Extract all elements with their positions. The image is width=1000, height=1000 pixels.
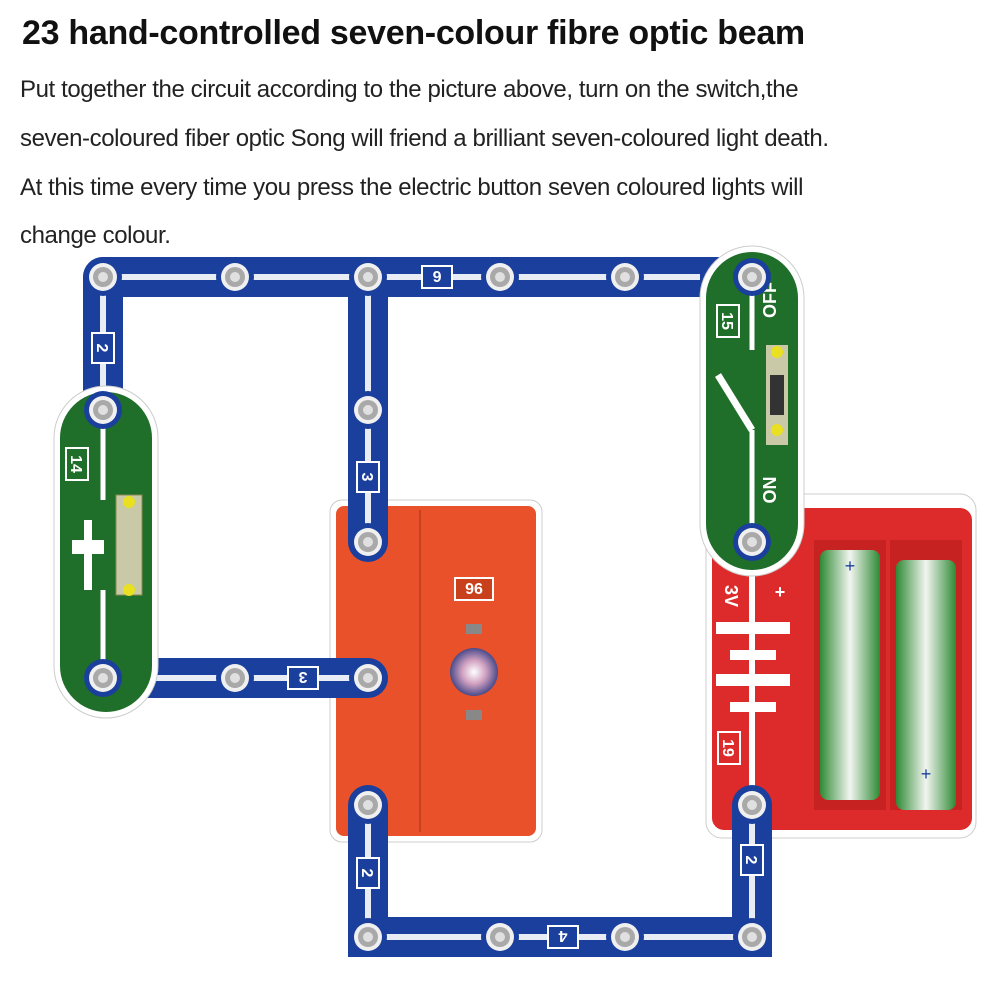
wire-bottom-left-label: 2 (358, 869, 375, 878)
snap-connector (84, 659, 122, 697)
wire-middle-vertical-label: 3 (358, 473, 375, 482)
slide-switch-label: 15 (718, 312, 735, 330)
snap-connector (349, 391, 387, 429)
battery-holder: + + 3V + 19 (705, 493, 977, 839)
snap-connector (733, 523, 771, 561)
description-line-1: Put together the circuit according to th… (20, 76, 799, 103)
battery-label: 19 (719, 739, 736, 757)
slide-switch-knob[interactable] (770, 375, 784, 415)
module-label-box (454, 577, 494, 601)
snap-connector (349, 523, 387, 561)
wire-bottom-right-label: 2 (742, 856, 759, 865)
module-label: 96 (465, 579, 483, 596)
page-title: 23 hand-controlled seven-colour fibre op… (22, 14, 805, 52)
snap-connector (216, 659, 254, 697)
snap-connectors (84, 258, 771, 956)
snap-connector (349, 786, 387, 824)
svg-text:+: + (921, 764, 932, 784)
battery-cell-icon (820, 550, 880, 800)
snap-connector (606, 258, 644, 296)
wire-top-label: 6 (432, 267, 441, 284)
snap-connector (349, 258, 387, 296)
press-switch: 14 (53, 385, 159, 719)
snap-connector (216, 258, 254, 296)
description-line-3: At this time every time you press the el… (20, 174, 804, 201)
battery-voltage: 3V (721, 585, 741, 607)
wire-top-left-label: 2 (93, 344, 110, 353)
press-switch-label: 14 (67, 455, 84, 473)
snap-connector (733, 786, 771, 824)
snap-connector (84, 258, 122, 296)
snap-connector (349, 918, 387, 956)
fibre-optic-lens-icon (450, 648, 498, 696)
slide-switch[interactable]: OFF ON 15 (699, 245, 805, 577)
slide-switch-off-label: OFF (760, 282, 780, 318)
snap-connector (349, 659, 387, 697)
battery-cell-icon (896, 560, 956, 810)
description-line-4: change colour. (20, 222, 171, 249)
snap-connector (606, 918, 644, 956)
description-line-2: seven-coloured fiber optic Song will fri… (20, 125, 829, 152)
snap-connector (481, 258, 519, 296)
wire-labels: 2 6 3 3 2 4 2 (91, 265, 764, 949)
battery-plus: + (775, 582, 786, 602)
wire-middle-horizontal-label: 3 (298, 668, 307, 685)
snap-connector (84, 391, 122, 429)
snap-connector (733, 258, 771, 296)
wire-bottom-label: 4 (558, 927, 567, 944)
slide-switch-on-label: ON (760, 477, 780, 504)
svg-text:+: + (845, 556, 856, 576)
fibre-optic-module: 96 (329, 499, 543, 843)
snap-connector (481, 918, 519, 956)
snap-connector (733, 918, 771, 956)
